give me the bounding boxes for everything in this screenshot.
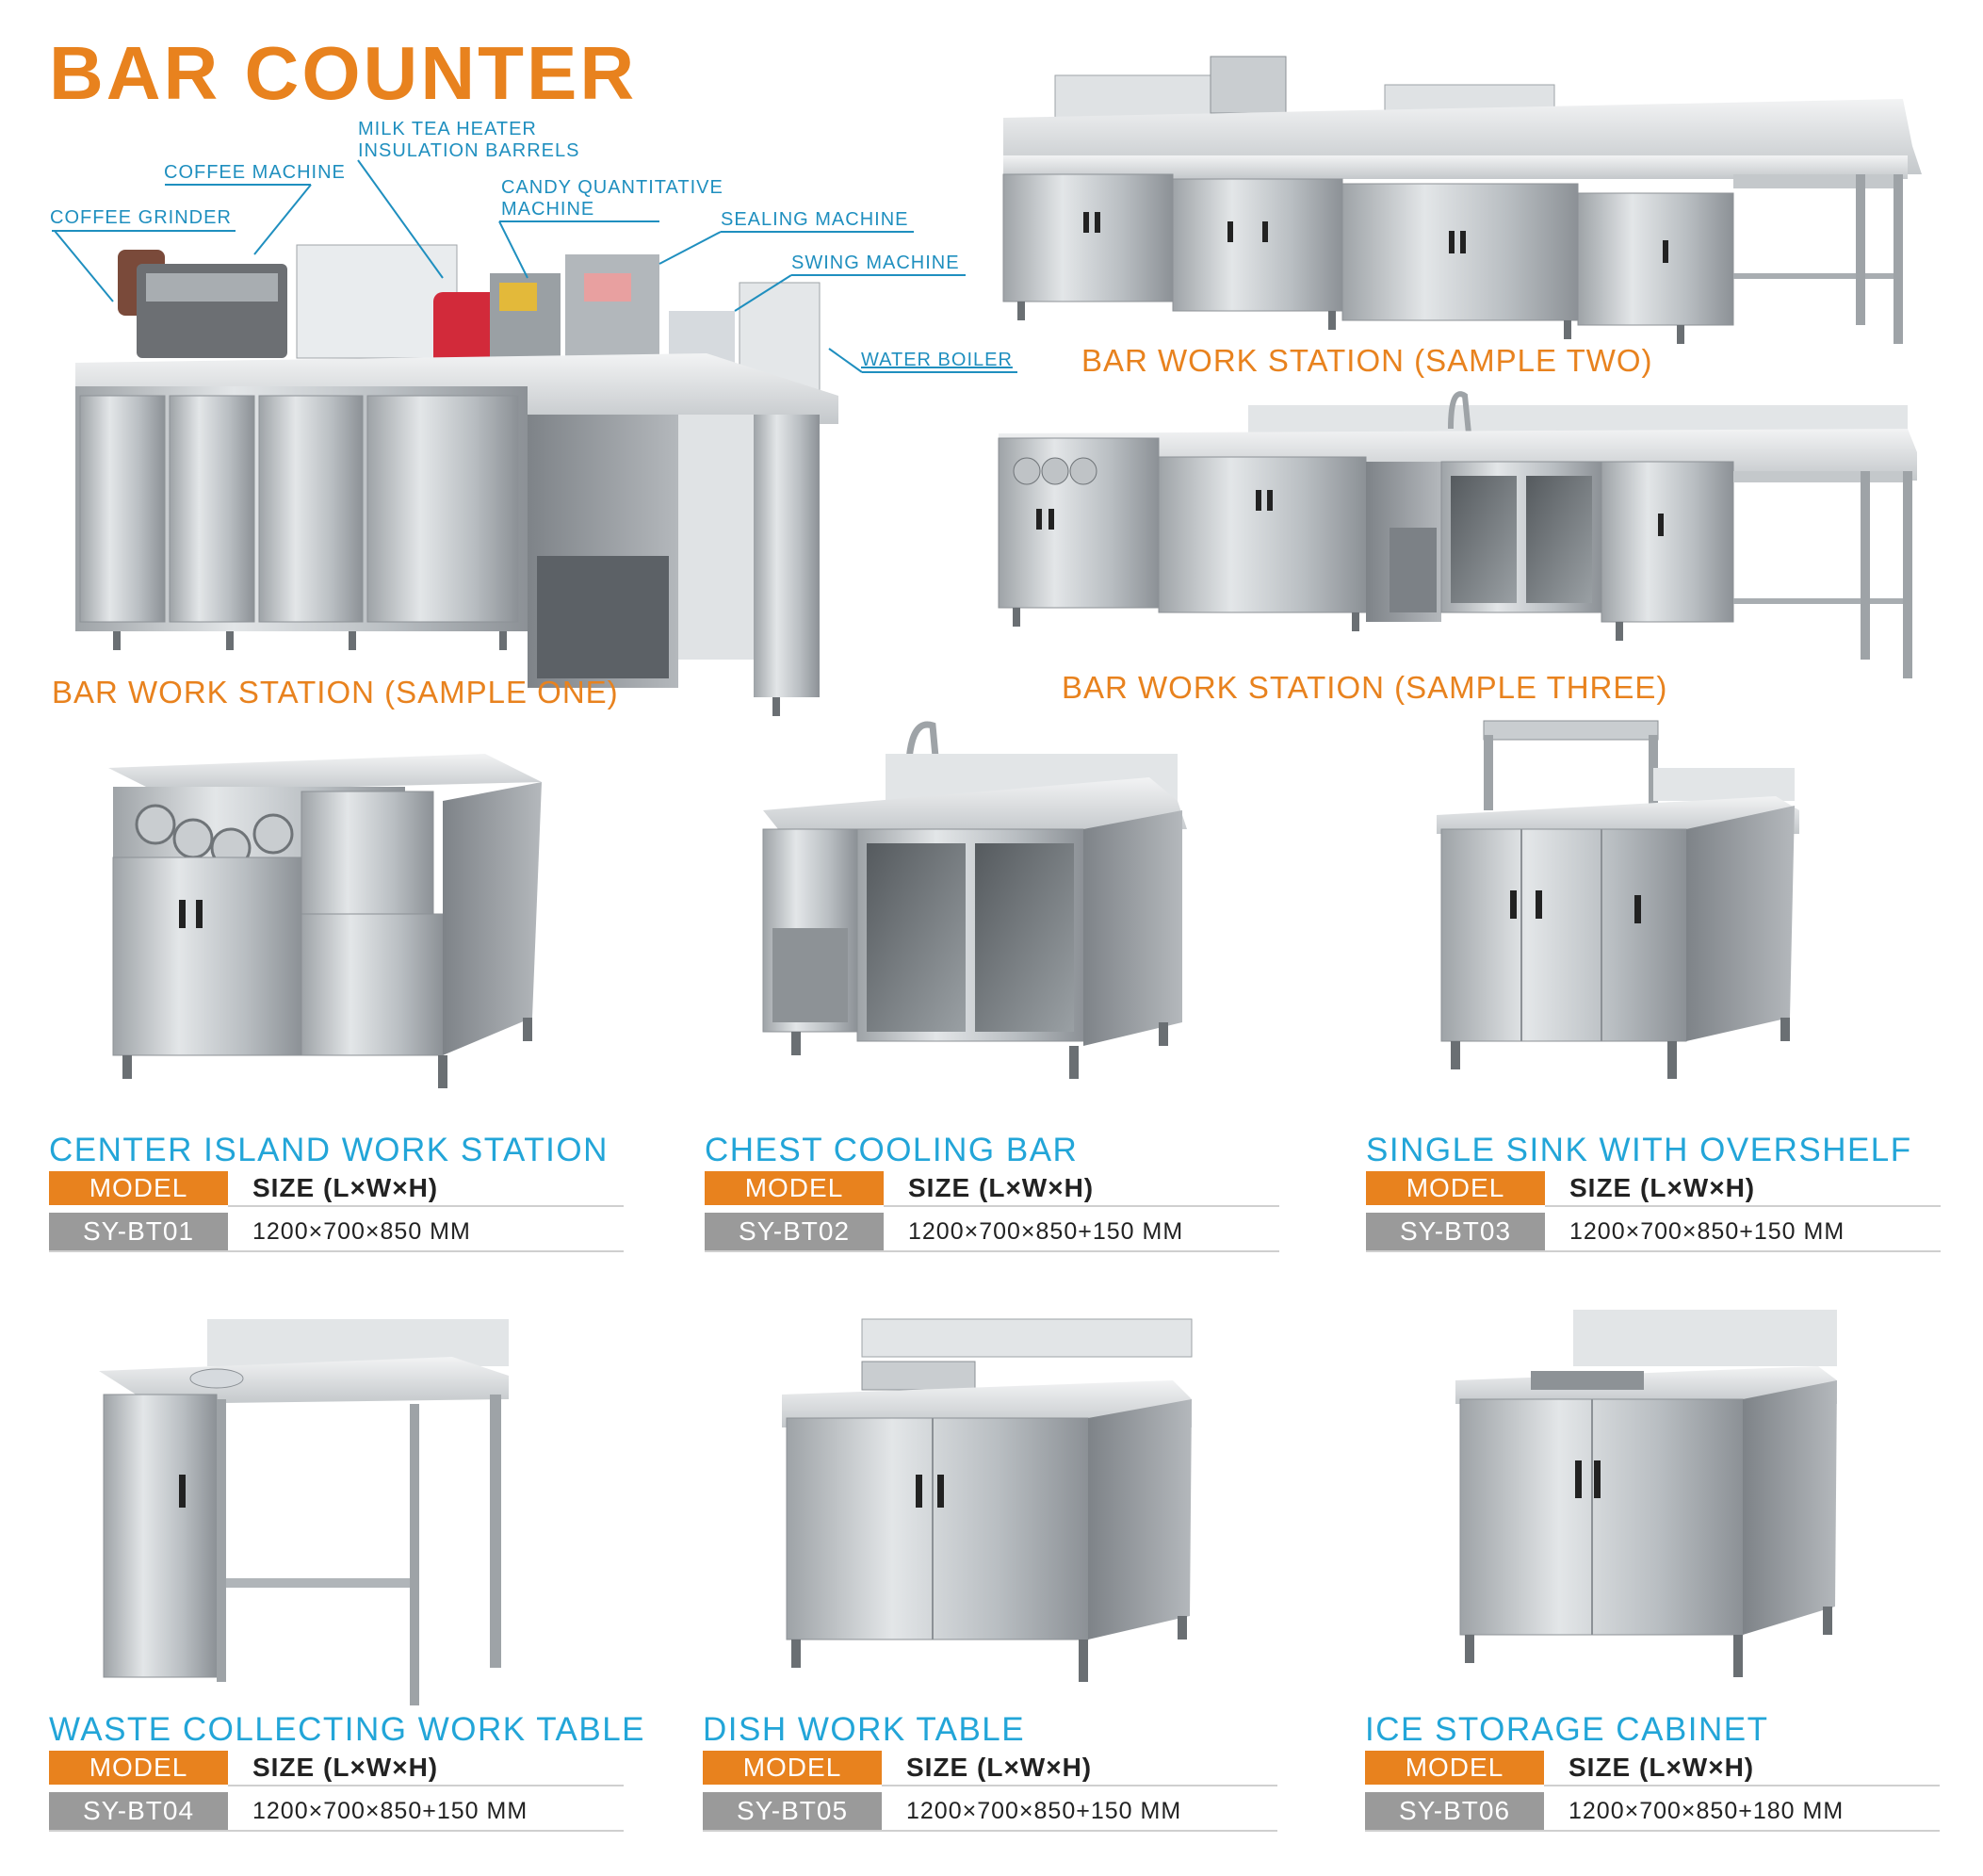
- callout-coffee-grinder: COFFEE GRINDER: [50, 207, 232, 228]
- spec-table-sy-bt05: MODEL SIZE (L×W×H) SY-BT05 1200×700×850+…: [703, 1751, 1277, 1832]
- single-sink-with-overshelf-image: [1437, 720, 1799, 1079]
- size-value: 1200×700×850+150 MM: [252, 1798, 528, 1824]
- model-header: MODEL: [1365, 1751, 1544, 1785]
- waste-collecting-work-table-image: [99, 1319, 509, 1705]
- model-value: SY-BT06: [1365, 1792, 1544, 1830]
- product-name-sy-bt02: CHEST COOLING BAR: [705, 1132, 1079, 1168]
- callout-water-boiler: WATER BOILER: [861, 350, 1013, 370]
- size-header: SIZE (L×W×H): [1569, 1753, 1755, 1782]
- product-name-sy-bt03: SINGLE SINK WITH OVERSHELF: [1366, 1132, 1912, 1168]
- size-value: 1200×700×850+180 MM: [1569, 1798, 1845, 1824]
- size-value: 1200×700×850+150 MM: [908, 1218, 1184, 1245]
- bar-work-station-sample-one-image: [75, 244, 838, 716]
- bar-work-station-sample-two-image: [1002, 56, 1922, 344]
- sample-three-caption: BAR WORK STATION (SAMPLE THREE): [1062, 670, 1668, 705]
- page-title: BAR COUNTER: [49, 31, 638, 115]
- product-name-sy-bt05: DISH WORK TABLE: [703, 1711, 1026, 1748]
- callout-coffee-machine: COFFEE MACHINE: [164, 162, 346, 183]
- product-name-sy-bt01: CENTER ISLAND WORK STATION: [49, 1132, 609, 1168]
- dish-work-table-image: [782, 1318, 1193, 1682]
- model-value: SY-BT01: [49, 1213, 228, 1250]
- spec-table-sy-bt02: MODEL SIZE (L×W×H) SY-BT02 1200×700×850+…: [705, 1171, 1279, 1252]
- chest-cooling-bar-image: [762, 721, 1187, 1079]
- callout-sealing-machine: SEALING MACHINE: [721, 209, 909, 230]
- size-header: SIZE (L×W×H): [906, 1753, 1093, 1782]
- insulation-barrels-shape: [296, 244, 458, 359]
- callout-candy-machine: MACHINE: [501, 199, 595, 220]
- callout-candy-quantitative: CANDY QUANTITATIVE: [501, 177, 723, 198]
- ice-storage-cabinet-image: [1455, 1310, 1837, 1677]
- callout-swing-machine: SWING MACHINE: [791, 253, 960, 273]
- size-value: 1200×700×850+150 MM: [1569, 1218, 1845, 1245]
- model-header: MODEL: [703, 1751, 882, 1785]
- callout-milk-tea-heater: MILK TEA HEATER: [358, 119, 537, 139]
- model-value: SY-BT04: [49, 1792, 228, 1830]
- size-header: SIZE (L×W×H): [252, 1173, 439, 1202]
- size-value: 1200×700×850+150 MM: [906, 1798, 1182, 1824]
- sample-one-caption: BAR WORK STATION (SAMPLE ONE): [52, 675, 619, 710]
- model-header: MODEL: [49, 1751, 228, 1785]
- callout-lines: [52, 159, 1017, 373]
- model-value: SY-BT05: [703, 1792, 882, 1830]
- center-island-work-station-image: [108, 754, 542, 1088]
- spec-table-sy-bt04: MODEL SIZE (L×W×H) SY-BT04 1200×700×850+…: [49, 1751, 624, 1832]
- product-name-sy-bt04: WASTE COLLECTING WORK TABLE: [49, 1711, 646, 1748]
- model-value: SY-BT03: [1366, 1213, 1545, 1250]
- size-header: SIZE (L×W×H): [252, 1753, 439, 1782]
- size-header: SIZE (L×W×H): [908, 1173, 1095, 1202]
- spec-table-sy-bt01: MODEL SIZE (L×W×H) SY-BT01 1200×700×850 …: [49, 1171, 624, 1252]
- spec-table-sy-bt06: MODEL SIZE (L×W×H) SY-BT06 1200×700×850+…: [1365, 1751, 1940, 1832]
- bar-work-station-sample-three-image: [998, 391, 1917, 678]
- size-header: SIZE (L×W×H): [1569, 1173, 1756, 1202]
- model-value: SY-BT02: [705, 1213, 884, 1250]
- spec-table-sy-bt03: MODEL SIZE (L×W×H) SY-BT03 1200×700×850+…: [1366, 1171, 1941, 1252]
- sealing-machine-shape: [565, 254, 659, 358]
- sample-two-caption: BAR WORK STATION (SAMPLE TWO): [1081, 343, 1653, 378]
- model-header: MODEL: [1366, 1171, 1545, 1205]
- product-name-sy-bt06: ICE STORAGE CABINET: [1365, 1711, 1769, 1748]
- model-header: MODEL: [705, 1171, 884, 1205]
- size-value: 1200×700×850 MM: [252, 1218, 471, 1245]
- callout-insulation-barrels: INSULATION BARRELS: [358, 140, 580, 161]
- model-header: MODEL: [49, 1171, 228, 1205]
